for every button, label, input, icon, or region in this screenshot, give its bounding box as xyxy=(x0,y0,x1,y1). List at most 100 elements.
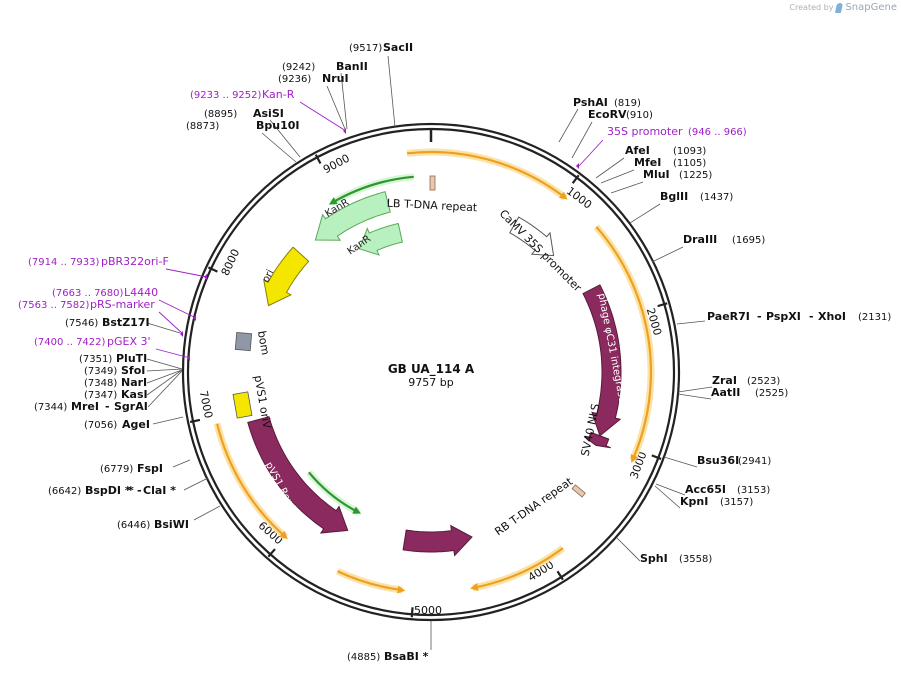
site-name-extra: XhoI xyxy=(818,310,846,323)
site-name: AsiSI xyxy=(253,107,284,120)
credit-brand: SnapGene xyxy=(845,2,897,13)
site-name: MluI xyxy=(643,168,670,181)
primer-name: L4440 xyxy=(124,286,158,299)
primer-range: (7663 .. 7680) xyxy=(52,288,124,299)
site-name: NruI xyxy=(322,72,349,85)
feature-group xyxy=(232,175,622,557)
site-position: (3157) xyxy=(720,497,753,508)
primer-leader xyxy=(155,348,191,359)
site-name: MreI xyxy=(71,400,99,413)
primer-mark xyxy=(187,355,190,361)
primer-leader xyxy=(299,101,347,132)
site-position: (1437) xyxy=(700,192,733,203)
site-separator: * xyxy=(128,484,134,497)
site-leader xyxy=(677,393,712,400)
site-leader xyxy=(571,121,593,159)
rb-tdna-box xyxy=(571,484,586,498)
site-position: (9242) xyxy=(282,62,315,73)
pvs1-oriv-box xyxy=(232,391,253,419)
site-name: BanII xyxy=(336,60,368,73)
site-name: BstZ17I xyxy=(102,316,150,329)
site-position: (7056) xyxy=(84,420,117,431)
site-position: (1093) xyxy=(673,146,706,157)
primer-range: (946 .. 966) xyxy=(688,127,747,138)
site-separator: - xyxy=(137,484,142,497)
feature-label: LB T-DNA repeat xyxy=(387,197,479,215)
orf-arrow xyxy=(328,175,414,205)
site-leader xyxy=(193,505,221,521)
credit-prefix: Created by xyxy=(789,3,834,12)
site-position: (1105) xyxy=(673,158,706,169)
site-leader xyxy=(146,368,183,372)
site-name: KpnI xyxy=(680,495,708,508)
tick-label: 5000 xyxy=(414,604,442,617)
site-leader xyxy=(269,119,301,158)
site-leader xyxy=(146,322,181,334)
site-leader xyxy=(655,483,686,496)
site-position: (8895) xyxy=(204,109,237,120)
feature-label: bom xyxy=(255,330,272,356)
site-leader xyxy=(172,459,191,468)
site-leader xyxy=(152,416,184,425)
feature-label: pVS1 StaA xyxy=(385,553,438,568)
site-position: (2525) xyxy=(755,388,788,399)
backbone-outer xyxy=(181,122,681,622)
site-position: (2523) xyxy=(747,376,780,387)
site-position: (7348) xyxy=(84,378,117,389)
site-position: (7546) xyxy=(65,318,98,329)
snapgene-credit: Created by SnapGene xyxy=(789,2,897,13)
orf-arrow xyxy=(595,226,653,463)
site-name: SphI xyxy=(640,552,668,565)
primer-range: (7563 .. 7582) xyxy=(18,300,90,311)
site-name: BsiWI xyxy=(154,518,189,531)
site-name: AatII xyxy=(711,386,740,399)
site-leader xyxy=(326,85,346,130)
site-name: Bsu36I xyxy=(697,454,739,467)
tick-mark xyxy=(651,454,662,460)
primer-mark xyxy=(343,128,346,134)
site-leader xyxy=(676,320,706,325)
feature-camv xyxy=(509,216,555,257)
site-separator: - xyxy=(809,310,814,323)
orf-arrow xyxy=(308,471,362,514)
primer-leader xyxy=(578,139,604,167)
primer-name: pBR322ori-F xyxy=(101,255,169,268)
primer-name: Kan-R xyxy=(262,88,295,101)
site-name: NarI xyxy=(121,376,147,389)
orf-glow xyxy=(336,568,403,594)
feature-sv40-nls xyxy=(583,431,611,449)
site-position: (3153) xyxy=(737,485,770,496)
site-name: DraIII xyxy=(683,233,717,246)
bom-box xyxy=(234,331,253,352)
site-leader xyxy=(340,72,348,130)
tick-mark xyxy=(571,174,580,184)
site-leader xyxy=(146,369,183,384)
site-name: PaeR7I xyxy=(707,310,750,323)
plasmid-name: GB UA_114 A xyxy=(388,362,475,377)
feature-label: CaMV 35S promoter xyxy=(497,207,585,295)
site-position: (910) xyxy=(626,110,653,121)
site-position: (4885) xyxy=(347,652,380,663)
site-leader xyxy=(600,169,635,184)
site-name: BsaBI * xyxy=(384,650,429,663)
site-leader xyxy=(629,203,661,224)
tick-mark xyxy=(556,570,564,581)
site-name: AfeI xyxy=(625,144,650,157)
primer-mark xyxy=(180,331,183,337)
orf-arrows xyxy=(213,148,655,594)
site-name: SfoI xyxy=(121,364,145,377)
site-name: EcoRV xyxy=(588,108,627,121)
tick-label: 9000 xyxy=(321,152,352,177)
feature-pvs1-repa xyxy=(247,416,349,534)
site-leader xyxy=(261,132,297,163)
tick-label: 8000 xyxy=(219,247,243,278)
primer-name: 35S promoter xyxy=(607,125,683,138)
site-position: (6779) xyxy=(100,464,133,475)
site-name: FspI xyxy=(137,462,163,475)
site-position: (7344) xyxy=(34,402,67,413)
site-name: BspDI * xyxy=(85,484,131,497)
site-position: (2131) xyxy=(858,312,891,323)
site-leader xyxy=(663,456,698,468)
